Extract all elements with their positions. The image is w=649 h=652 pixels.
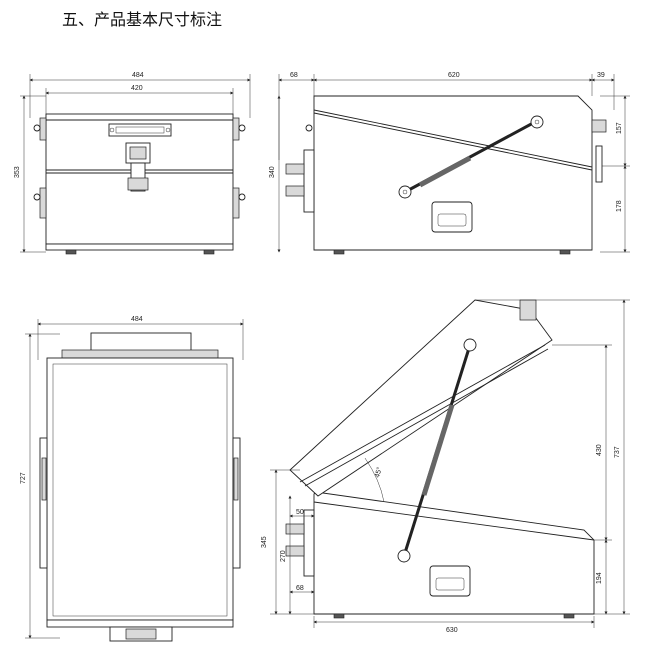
open-height-d: 737 (614, 446, 621, 458)
open-strut-top-icon (463, 338, 477, 352)
side-case-body (313, 95, 593, 251)
top-case-body (46, 357, 234, 621)
side-lower-height: 178 (616, 200, 623, 212)
open-height-c: 430 (596, 444, 603, 456)
side-height: 340 (269, 166, 276, 178)
open-height-e: 194 (596, 572, 603, 584)
front-view: 484 420 353 (14, 72, 251, 255)
side-carry-handle (431, 201, 473, 233)
open-depth-b: 68 (296, 585, 304, 592)
open-view: 45° 345 270 50 68 737 430 194 630 (261, 299, 630, 634)
top-width: 484 (131, 316, 143, 323)
side-left-offset: 68 (290, 72, 298, 79)
front-height: 353 (14, 166, 21, 178)
front-handle-plate (108, 123, 172, 137)
open-width: 630 (446, 627, 458, 634)
open-carry-handle (429, 565, 471, 597)
side-right-offset: 39 (597, 72, 605, 79)
strut-bottom-mount-icon (398, 185, 412, 199)
open-strut-bottom-icon (397, 549, 411, 563)
side-length: 620 (448, 72, 460, 79)
top-depth: 727 (20, 472, 27, 484)
side-upper-height: 157 (616, 122, 623, 134)
strut-top-mount-icon (530, 115, 544, 129)
front-width-inner: 420 (131, 85, 143, 92)
top-view: 484 727 (20, 316, 244, 642)
open-height-b: 270 (280, 550, 287, 562)
section-heading: 五、产品基本尺寸标注 (62, 10, 223, 29)
open-depth-a: 50 (296, 509, 304, 516)
open-case-lid (289, 299, 553, 497)
open-height-a: 345 (261, 536, 268, 548)
front-width-outer: 484 (132, 72, 144, 79)
side-view: 68 620 39 340 157 178 (269, 72, 630, 255)
open-angle: 45° (373, 466, 384, 478)
